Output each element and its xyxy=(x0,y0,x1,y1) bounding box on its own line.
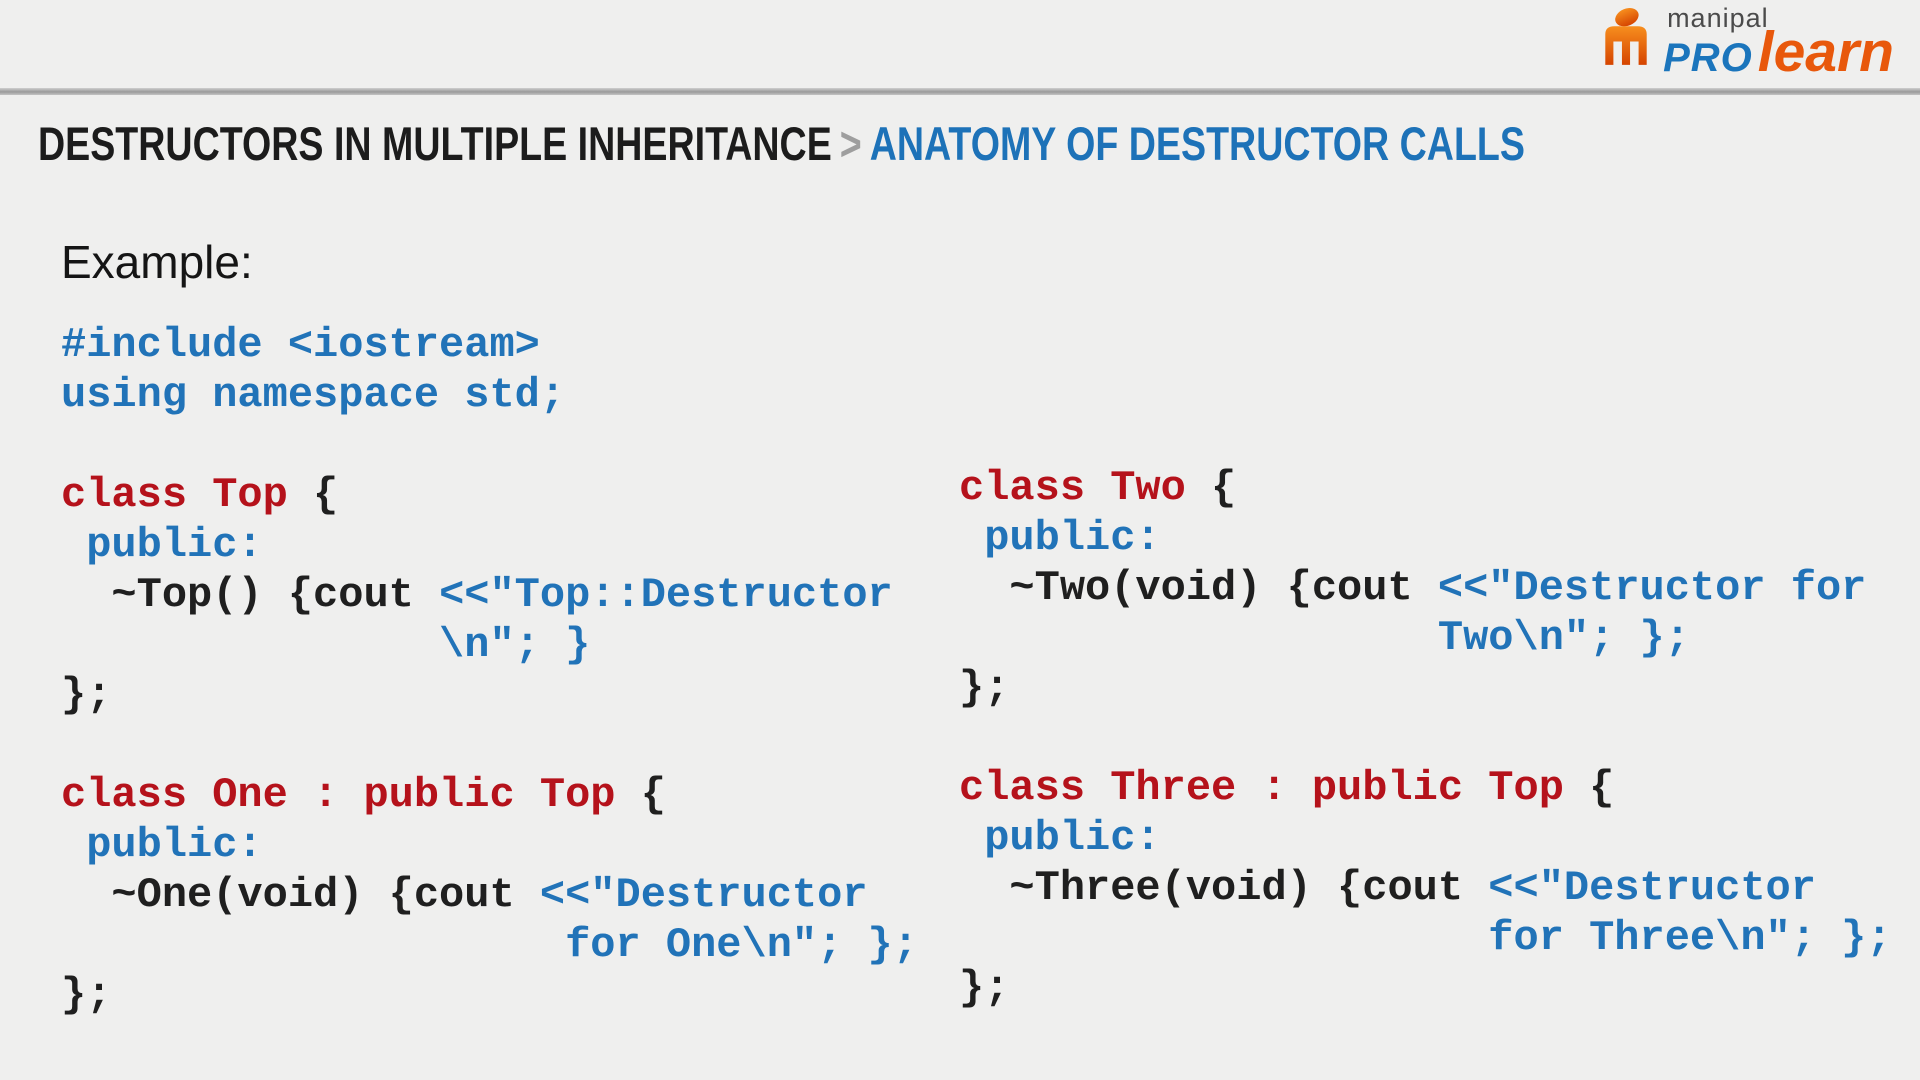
code-line: ~Three(void) {cout <<"Destructor xyxy=(959,863,1892,913)
code-line: for One\n"; }; xyxy=(61,920,918,970)
code-line: public: xyxy=(61,520,918,570)
code-segment: }; xyxy=(61,671,112,719)
code-line: using namespace std; xyxy=(61,370,918,420)
code-line: public: xyxy=(61,820,918,870)
code-segment: using namespace std; xyxy=(61,371,566,419)
code-segment: <<"Destructor xyxy=(1488,864,1816,912)
code-line: Two\n"; }; xyxy=(959,613,1892,663)
code-line: }; xyxy=(959,663,1892,713)
code-line: ~One(void) {cout <<"Destructor xyxy=(61,870,918,920)
code-line: \n"; } xyxy=(61,620,918,670)
header: manipal PRO learn xyxy=(0,0,1920,88)
code-line: ~Two(void) {cout <<"Destructor for xyxy=(959,563,1892,613)
breadcrumb-section: DESTRUCTORS IN MULTIPLE INHERITANCE xyxy=(38,117,832,170)
code-segment: ~Three(void) {cout xyxy=(959,864,1489,912)
breadcrumb: DESTRUCTORS IN MULTIPLE INHERITANCE>ANAT… xyxy=(38,116,1525,171)
brand-wordmark: manipal PRO learn xyxy=(1663,3,1894,84)
code-segment: { xyxy=(1211,464,1237,512)
breadcrumb-page-title: ANATOMY OF DESTRUCTOR CALLS xyxy=(869,117,1525,170)
code-line: public: xyxy=(959,513,1892,563)
code-segment: <<"Top::Destructor xyxy=(439,571,893,619)
code-line: class Three : public Top { xyxy=(959,763,1892,813)
code-segment: }; xyxy=(61,971,112,1019)
code-segment: class Two xyxy=(959,464,1212,512)
code-line xyxy=(959,713,1892,763)
code-segment: for One\n"; }; xyxy=(61,921,918,969)
brand-pro: PRO xyxy=(1663,36,1753,80)
code-line xyxy=(61,420,918,470)
code-segment: public: xyxy=(61,821,263,869)
code-segment: ~Top() {cout xyxy=(61,571,440,619)
code-line: #include <iostream> xyxy=(61,320,918,370)
code-line: public: xyxy=(959,813,1892,863)
person-icon xyxy=(1605,8,1647,65)
code-segment: for Three\n"; }; xyxy=(959,914,1892,962)
code-line: }; xyxy=(959,963,1892,1013)
code-column-right: class Two { public: ~Two(void) {cout <<"… xyxy=(959,463,1892,1013)
code-segment: }; xyxy=(959,964,1010,1012)
code-segment: class One : public Top xyxy=(61,771,641,819)
code-segment: public: xyxy=(959,814,1161,862)
example-label: Example: xyxy=(61,236,253,288)
code-segment: { xyxy=(640,771,666,819)
code-line xyxy=(61,720,918,770)
brand-manipal: manipal xyxy=(1667,3,1769,33)
brand-logo: manipal PRO learn xyxy=(1599,3,1894,84)
breadcrumb-separator-icon: > xyxy=(839,117,862,170)
code-line: class Two { xyxy=(959,463,1892,513)
code-line: ~Top() {cout <<"Top::Destructor xyxy=(61,570,918,620)
code-segment: Two\n"; }; xyxy=(959,614,1690,662)
code-segment: class Three : public Top xyxy=(959,764,1590,812)
code-segment: <<"Destructor for xyxy=(1437,564,1867,612)
code-segment: class Top xyxy=(61,471,314,519)
code-segment: ~Two(void) {cout xyxy=(959,564,1438,612)
code-line: }; xyxy=(61,670,918,720)
code-segment: public: xyxy=(61,521,263,569)
code-segment: <<"Destructor xyxy=(539,871,868,919)
code-segment: ~One(void) {cout xyxy=(61,871,540,919)
code-line: for Three\n"; }; xyxy=(959,913,1892,963)
code-column-left: #include <iostream>using namespace std; c… xyxy=(61,320,918,1020)
code-line: class Top { xyxy=(61,470,918,520)
code-line: class One : public Top { xyxy=(61,770,918,820)
header-divider xyxy=(0,88,1920,95)
code-segment: { xyxy=(313,471,339,519)
code-segment: #include <iostream> xyxy=(61,321,540,369)
code-segment: \n"; } xyxy=(61,621,591,669)
code-line: }; xyxy=(61,970,918,1020)
code-segment: public: xyxy=(959,514,1161,562)
code-segment: }; xyxy=(959,664,1010,712)
brand-learn: learn xyxy=(1757,20,1894,84)
code-segment: { xyxy=(1589,764,1615,812)
